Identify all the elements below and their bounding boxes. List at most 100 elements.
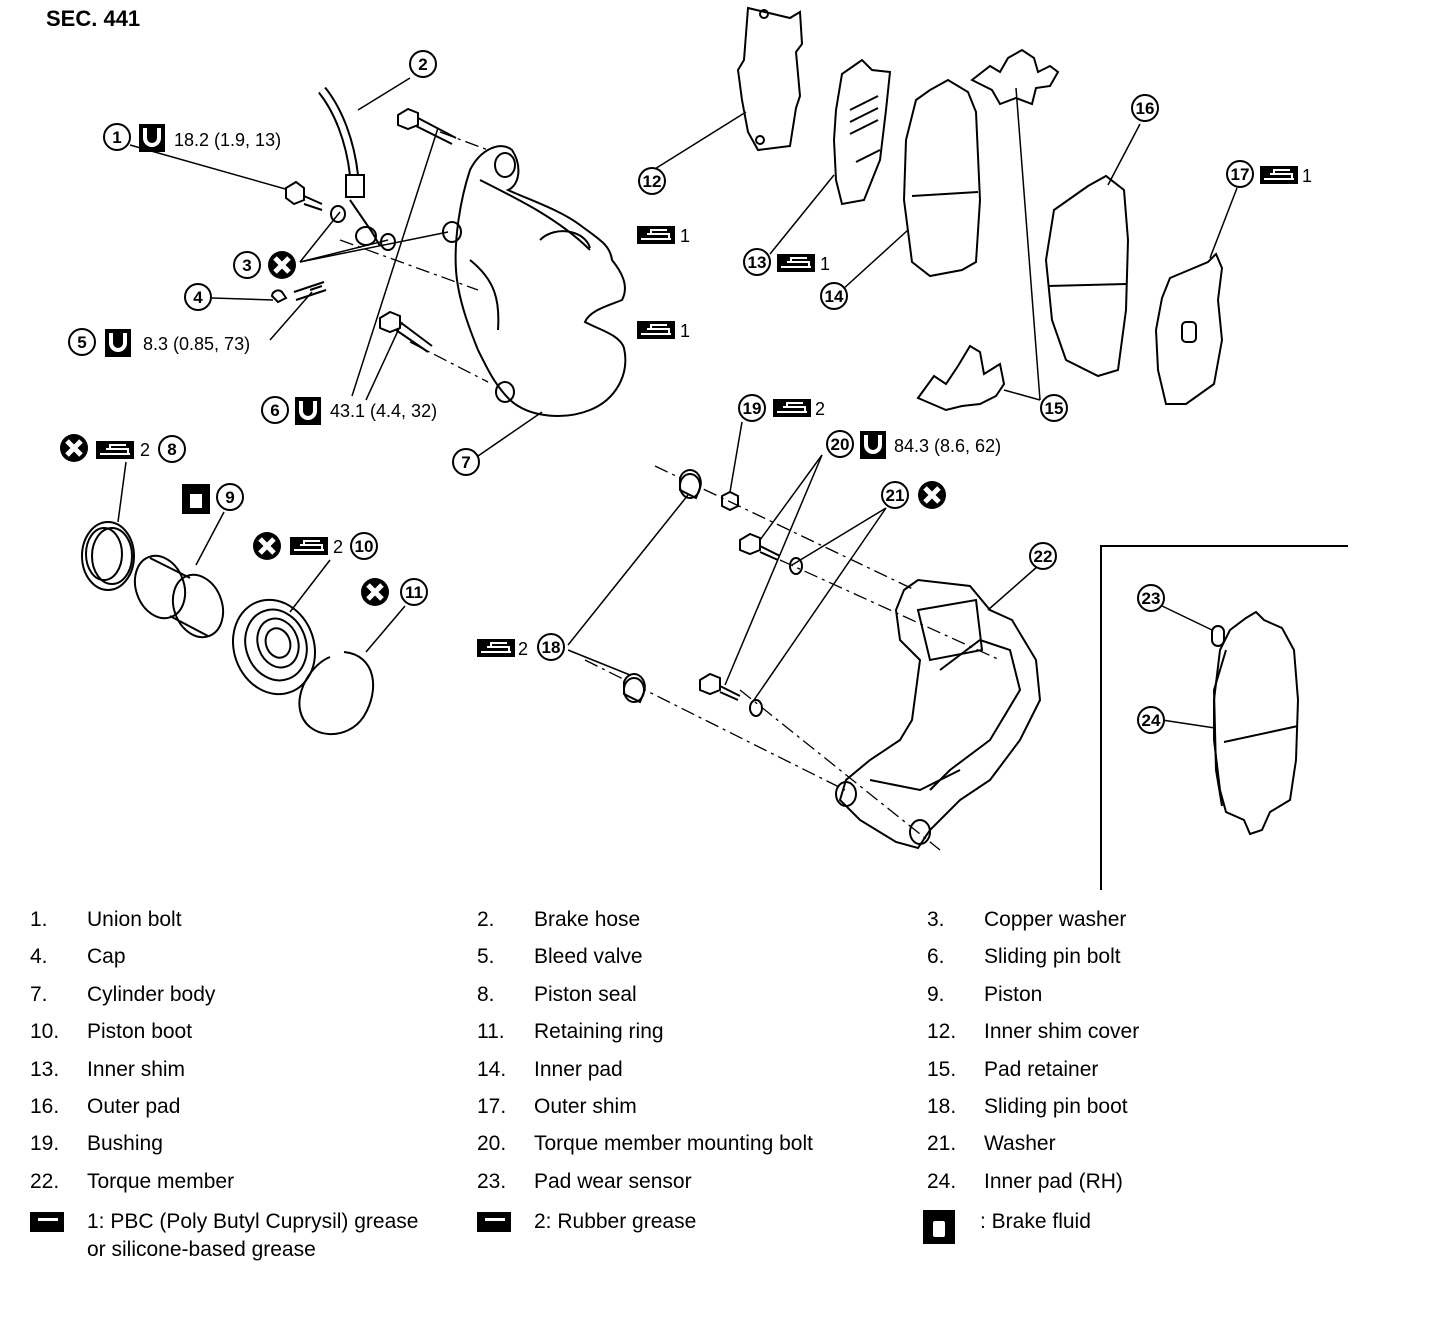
washer-upper	[789, 557, 803, 575]
callout-15: 15	[1040, 394, 1068, 422]
grease-icon	[772, 398, 812, 418]
pad-retainer-upper	[970, 48, 1060, 106]
svg-text:16: 16	[1136, 99, 1155, 118]
svg-text:11: 11	[405, 583, 423, 602]
callout-22: 22	[1029, 542, 1057, 570]
grease-icon	[289, 536, 329, 556]
grease-type-label: 2	[140, 440, 150, 460]
inner-shim-cover	[736, 6, 804, 152]
parts-legend: 1.Union bolt 4.Cap 7.Cylinder body 10.Pi…	[30, 908, 1140, 1261]
callout-7: 7	[452, 448, 480, 476]
callout-8: 8	[158, 435, 186, 463]
svg-text:4: 4	[193, 288, 203, 307]
svg-text:9: 9	[225, 488, 234, 507]
grease-icon	[476, 638, 516, 658]
callout-20: 20	[826, 430, 854, 458]
pad-retainer-lower	[916, 344, 1006, 412]
torque-value-20: 84.3 (8.6, 62)	[894, 436, 1001, 456]
grease-type-label: 2	[815, 399, 825, 419]
svg-text:5: 5	[77, 333, 86, 352]
svg-text:15: 15	[1045, 399, 1064, 418]
grease-type-label: 2	[518, 639, 528, 659]
svg-text:6: 6	[270, 401, 279, 420]
callout-4: 4	[184, 283, 212, 311]
inner-pad-rh	[1212, 610, 1300, 836]
replace-part-icon	[361, 578, 389, 606]
callout-17: 17	[1226, 160, 1254, 188]
grease-type-label: 2	[333, 537, 343, 557]
svg-text:23: 23	[1142, 589, 1161, 608]
cylinder-body	[442, 145, 627, 417]
replace-part-icon	[268, 251, 296, 279]
torque-value-6: 43.1 (4.4, 32)	[330, 401, 437, 421]
svg-text:1: 1	[112, 128, 121, 147]
callout-24: 24	[1137, 706, 1165, 734]
callout-2: 2	[409, 50, 437, 78]
exploded-diagram: 2 1 3 4 5 6 7 8 9 10 11 12 13 14 15 16 1…	[0, 6, 1312, 851]
grease-type-label: 1	[820, 254, 830, 274]
torque-wrench-icon	[137, 122, 167, 154]
torque-member-bolt-lower	[699, 672, 741, 701]
callout-5: 5	[68, 328, 96, 356]
piston	[133, 554, 225, 639]
callout-23: 23	[1137, 584, 1165, 612]
svg-text:18: 18	[542, 638, 561, 657]
outer-pad	[1044, 174, 1130, 378]
callout-markers: 2 1 3 4 5 6 7 8 9 10 11 12 13 14 15 16 1…	[60, 50, 1312, 734]
torque-wrench-icon	[103, 327, 133, 359]
replace-part-icon	[60, 434, 88, 462]
sliding-pin-bolt-upper	[397, 107, 457, 145]
svg-text:14: 14	[825, 287, 844, 306]
callout-16: 16	[1131, 94, 1159, 122]
callout-13: 13	[743, 248, 771, 276]
torque-member	[835, 578, 1042, 850]
callout-10: 10	[350, 532, 378, 560]
callout-12: 12	[638, 167, 666, 195]
callout-18: 18	[537, 633, 565, 661]
svg-text:17: 17	[1231, 165, 1250, 184]
torque-wrench-icon	[858, 429, 888, 461]
grease-type-label: 1	[680, 321, 690, 341]
outer-shim	[1154, 252, 1224, 405]
svg-text:21: 21	[886, 486, 905, 505]
svg-text:10: 10	[355, 537, 374, 556]
callout-21: 21	[881, 481, 909, 509]
brake-fluid-icon	[182, 484, 210, 514]
pad-wear-sensor	[1211, 625, 1225, 647]
callout-9: 9	[216, 483, 244, 511]
grease-icon	[636, 320, 676, 340]
union-bolt	[285, 180, 396, 251]
grease-icon	[1259, 165, 1299, 185]
replace-part-icon	[253, 532, 281, 560]
grease-icon	[30, 1212, 64, 1233]
svg-text:7: 7	[461, 453, 470, 472]
grease-icon	[477, 1212, 511, 1233]
grease-type-label: 1	[680, 226, 690, 246]
svg-text:3: 3	[242, 256, 251, 275]
torque-value-5: 8.3 (0.85, 73)	[143, 334, 250, 354]
svg-text:22: 22	[1034, 547, 1053, 566]
svg-text:8: 8	[167, 440, 176, 459]
torque-member-bolt-upper	[739, 532, 781, 561]
grease-type-label: 1	[1302, 166, 1312, 186]
svg-text:20: 20	[831, 435, 850, 454]
sliding-pin-boot-upper	[679, 469, 702, 500]
brake-hose	[318, 86, 381, 247]
callout-19: 19	[738, 394, 766, 422]
piston-seal	[81, 521, 135, 591]
grease-icon	[636, 225, 676, 245]
section-title: SEC. 441	[46, 6, 141, 31]
svg-text:2: 2	[418, 55, 427, 74]
sliding-pin-bolt-lower	[379, 310, 433, 353]
bleed-valve	[270, 281, 327, 304]
bushing	[721, 490, 739, 512]
inner-pad	[902, 78, 982, 278]
piston-boot	[231, 598, 317, 696]
torque-value-1: 18.2 (1.9, 13)	[174, 130, 281, 150]
svg-text:19: 19	[743, 399, 762, 418]
torque-wrench-icon	[293, 395, 323, 427]
replace-part-icon	[918, 481, 946, 509]
callout-1: 1	[103, 123, 131, 151]
callout-3: 3	[233, 251, 261, 279]
svg-text:12: 12	[643, 172, 662, 191]
